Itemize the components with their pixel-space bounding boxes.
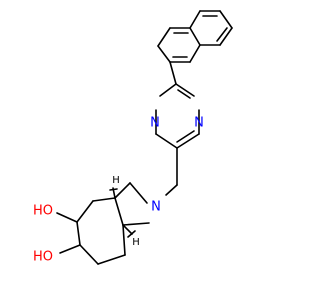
atom-n-pyrimidine-left: N [150,116,160,131]
bond [122,222,150,226]
bond [157,45,171,63]
bond [59,244,81,254]
naphthalene-ring [157,10,233,63]
bond [216,27,228,42]
bond [122,224,133,235]
stereo-hash-upper [109,187,118,199]
molecule-canvas: N N N HO HO H H [32,10,233,265]
bond [169,61,177,85]
bond [79,244,99,265]
bond [92,197,116,202]
pyrrolidine-ring [114,182,150,226]
bond [165,184,178,196]
bond [114,197,124,226]
bond [219,10,233,29]
bond [189,10,201,29]
atom-oh-upper: HO [33,204,53,219]
bond [219,27,233,46]
stereo-hash-lower [122,224,136,238]
bond [76,221,81,246]
bond [97,254,126,265]
bond [177,89,191,99]
atom-n-pyrimidine-right: N [194,116,204,131]
atom-oh-lower: HO [33,250,53,265]
bond [189,44,201,63]
bond [155,133,178,149]
bond [189,27,201,46]
bond [176,133,200,149]
atom-n-pyrrolidine: N [151,200,161,215]
bond [129,182,148,204]
bond [76,200,94,223]
bond [56,212,78,223]
bond [157,27,171,47]
bond [176,130,195,143]
bond [122,224,126,256]
molecule-structure: N N N HO HO H H [33,10,233,265]
bond [127,230,136,238]
bond [175,83,195,97]
bond [159,83,177,97]
pyrimidine-ring [155,83,200,149]
bond [109,188,118,191]
bond [114,182,131,199]
atom-h-upper: H [112,175,120,186]
cyclohexane-ring [76,197,126,265]
atom-h-lower: H [132,237,140,248]
